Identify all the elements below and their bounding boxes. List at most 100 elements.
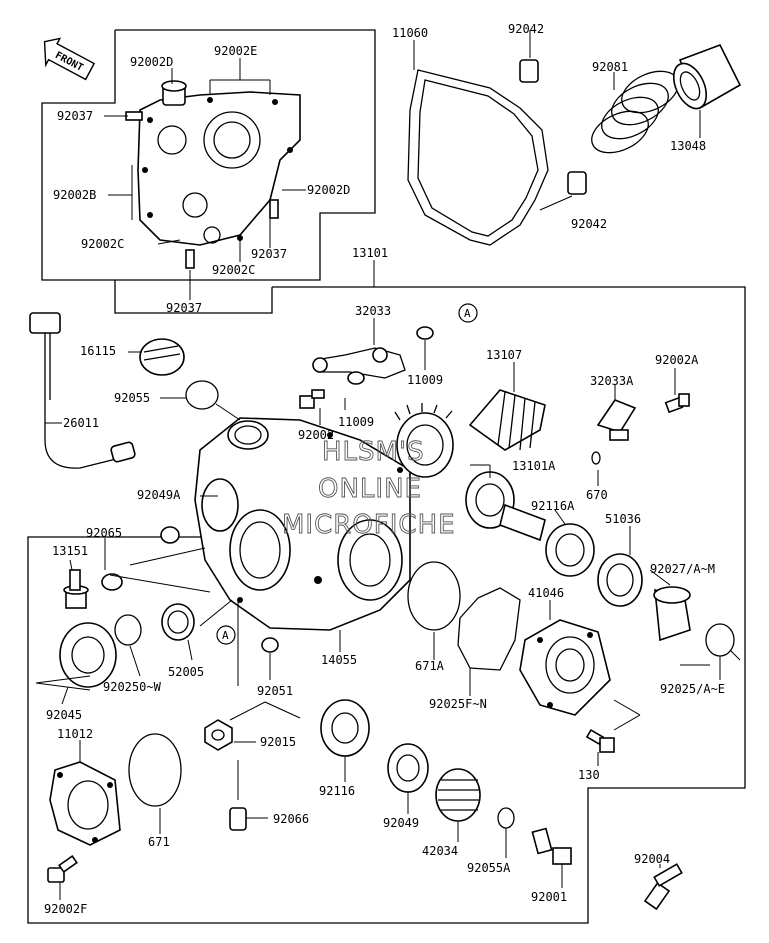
o-ring-icon (407, 561, 461, 631)
part-label: 92049 (383, 816, 419, 830)
part-label: 42034 (422, 844, 458, 858)
bolt-icon (585, 728, 615, 753)
gasket-icon (407, 69, 549, 246)
part-label: 92002D (307, 183, 350, 197)
o-ring-icon (591, 451, 601, 465)
dowel-pin-icon (125, 111, 143, 121)
part-label: 671 (148, 835, 170, 849)
wire-harness-icon (44, 333, 121, 469)
o-ring-icon (497, 807, 515, 829)
part-label: 92055 (114, 391, 150, 405)
part-label: 16115 (80, 344, 116, 358)
oil-seal-icon (161, 603, 195, 641)
part-label: 11012 (57, 727, 93, 741)
cover-cap-icon (49, 761, 121, 846)
part-label: 92051 (257, 684, 293, 698)
ref-marker-a: A (458, 303, 478, 323)
part-label: 92002C (81, 237, 124, 251)
bracket-icon (314, 347, 406, 379)
dowel-pin-icon (229, 807, 247, 831)
dowel-pin-icon (185, 249, 195, 269)
spline-gear-icon (435, 768, 481, 822)
part-label: 13107 (486, 348, 522, 362)
part-label: 13101 (352, 246, 388, 260)
part-label: 92027/A~M (650, 562, 715, 576)
part-label: 92025/A~E (660, 682, 725, 696)
bearing-icon (545, 523, 595, 577)
shim-icon (114, 614, 142, 646)
part-label: 92002B (53, 188, 96, 202)
part-label: 13048 (670, 139, 706, 153)
part-label: 92037 (57, 109, 93, 123)
part-label: 92004 (634, 852, 670, 866)
switch-icon (63, 569, 89, 609)
part-label: 130 (578, 768, 600, 782)
dowel-pin-icon (519, 59, 539, 83)
ref-marker-a: A (216, 625, 236, 645)
part-label: 92002F (44, 902, 87, 916)
gear-case-cover-icon (137, 80, 301, 246)
part-label: 13101A (512, 459, 556, 473)
part-label: 92002A (655, 353, 699, 367)
part-label: 920250~W (103, 680, 162, 694)
part-label: 92037 (251, 247, 287, 261)
drain-plug-icon (204, 719, 233, 751)
part-label: 92081 (592, 60, 628, 74)
spacer-sleeve-icon (653, 586, 691, 642)
part-label: 92065 (86, 526, 122, 540)
part-label: 26011 (63, 416, 99, 430)
part-label: 41046 (528, 586, 564, 600)
bolt-icon (299, 389, 325, 409)
part-label: 92002 (298, 428, 334, 442)
part-label: 32033A (590, 374, 634, 388)
part-label: 51036 (605, 512, 641, 526)
dowel-pin-icon (567, 171, 587, 195)
part-label: 92037 (166, 301, 202, 315)
part-label: 92066 (273, 812, 309, 826)
part-label: 671A (415, 659, 445, 673)
main-assembly-frame (27, 286, 746, 924)
part-label: 92045 (46, 708, 82, 722)
part-label: 92002C (212, 263, 255, 277)
part-label: 92049A (137, 488, 181, 502)
bearing-housing-icon (519, 619, 611, 716)
part-label: 14055 (321, 653, 357, 667)
part-label: 13151 (52, 544, 88, 558)
part-label: 92001 (531, 890, 567, 904)
watermark-line-1: HLSM'S (322, 437, 425, 467)
bolt-icon (664, 393, 690, 414)
watermark-line-2: ONLINE (318, 474, 422, 504)
part-label: 92002D (130, 55, 173, 69)
dowel-pin-icon (269, 199, 279, 219)
part-label: 11060 (392, 26, 428, 40)
part-label: 92042 (571, 217, 607, 231)
part-label: 32033 (355, 304, 391, 318)
watermark-line-3: MICROFICHE (282, 510, 456, 540)
part-label: 92015 (260, 735, 296, 749)
oil-seal-icon (597, 553, 643, 607)
part-label: 11009 (338, 415, 374, 429)
part-label: 92042 (508, 22, 544, 36)
shim-icon (457, 587, 521, 671)
shim-icon (705, 623, 735, 657)
frame-connector (114, 280, 273, 314)
bearing-icon (59, 622, 117, 688)
part-label: 670 (586, 488, 608, 502)
svg-text:A: A (464, 307, 471, 320)
part-label: 92055A (467, 861, 511, 875)
spring-icon (591, 70, 679, 154)
bearing-icon (387, 743, 429, 793)
washer-icon (261, 637, 279, 653)
o-ring-icon (128, 733, 182, 807)
washer-icon (347, 371, 365, 385)
svg-text:A: A (222, 629, 229, 642)
washer-icon (101, 573, 123, 591)
bolt-icon (47, 855, 78, 883)
bearing-icon (320, 699, 370, 757)
part-label: 92116 (319, 784, 355, 798)
leader-lines (35, 30, 741, 900)
part-label: 11009 (407, 373, 443, 387)
stud-bolt-icon (643, 863, 683, 911)
bevel-gear-icon (394, 403, 454, 478)
